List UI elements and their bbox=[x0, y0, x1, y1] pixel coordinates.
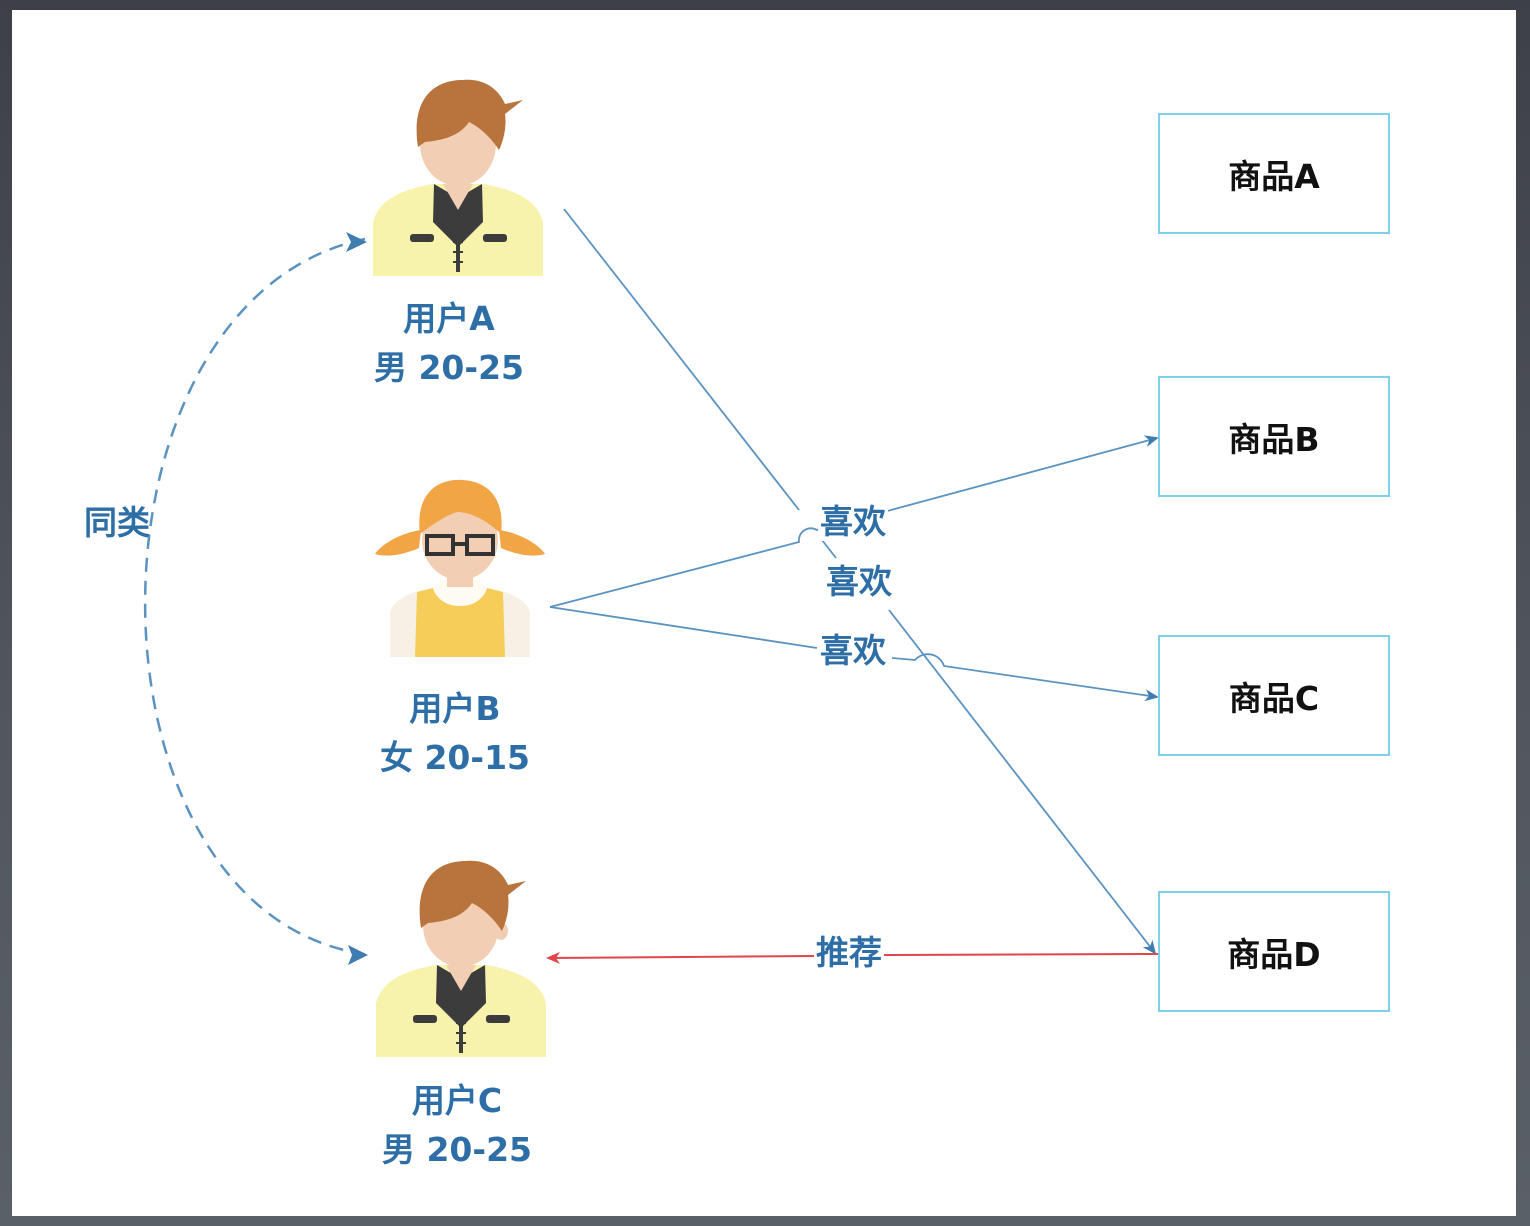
recommend-edge bbox=[548, 954, 1159, 958]
product-b-box: 商品B bbox=[1158, 376, 1390, 497]
user-c-label: 用户C 男 20-25 bbox=[327, 1076, 587, 1174]
product-c-label: 商品C bbox=[1228, 678, 1320, 718]
similar-arrowhead-bottom bbox=[348, 945, 368, 965]
recommend-label: 推荐 bbox=[814, 933, 884, 972]
user-b-info: 女 20-15 bbox=[379, 738, 531, 777]
like-label-b-b: 喜欢 bbox=[818, 502, 888, 541]
user-b-name: 用户B bbox=[409, 689, 501, 728]
like-label-a-d: 喜欢 bbox=[824, 562, 894, 601]
product-d-label: 商品D bbox=[1227, 934, 1321, 974]
user-b-avatar bbox=[375, 479, 545, 657]
product-d-box: 商品D bbox=[1158, 891, 1390, 1012]
diagram-svg bbox=[144, 79, 1516, 1057]
similar-edge bbox=[144, 237, 366, 956]
user-c-avatar bbox=[376, 860, 546, 1057]
user-a-info: 男 20-25 bbox=[373, 348, 525, 387]
user-a-label: 用户A 男 20-25 bbox=[319, 294, 579, 392]
user-c-name: 用户C bbox=[411, 1081, 503, 1120]
similar-arrowhead-top bbox=[346, 232, 367, 252]
like-label-b-c: 喜欢 bbox=[818, 631, 888, 670]
like-edge-a-d bbox=[563, 208, 1155, 953]
product-a-box: 商品A bbox=[1158, 113, 1390, 234]
product-c-box: 商品C bbox=[1158, 635, 1390, 756]
diagram-canvas: 用户A 男 20-25 用户B 女 20-15 用户C 男 20-25 商品A … bbox=[12, 10, 1516, 1216]
product-a-label: 商品A bbox=[1228, 156, 1320, 196]
user-a-name: 用户A bbox=[403, 299, 495, 338]
user-b-label: 用户B 女 20-15 bbox=[325, 684, 585, 782]
similar-label: 同类 bbox=[84, 503, 150, 542]
user-a-avatar bbox=[373, 79, 543, 276]
like-edge-b-c bbox=[549, 606, 1157, 697]
product-b-label: 商品B bbox=[1228, 419, 1320, 459]
user-c-info: 男 20-25 bbox=[381, 1130, 533, 1169]
like-edge-b-b bbox=[549, 435, 1159, 608]
